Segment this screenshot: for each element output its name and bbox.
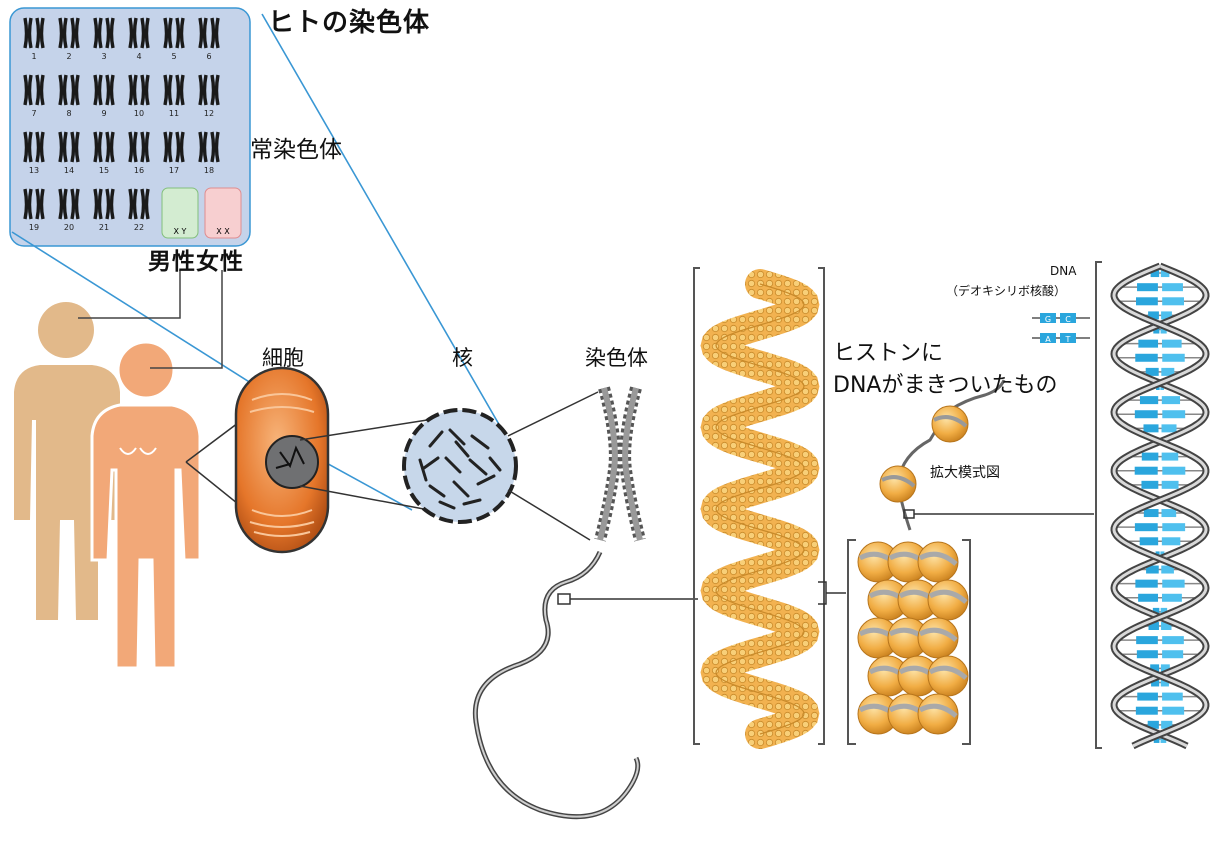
base-block bbox=[1140, 396, 1158, 404]
chromosome-label: 染色体 bbox=[585, 342, 648, 372]
chromosome-number: 5 bbox=[171, 52, 176, 61]
base-block bbox=[1135, 354, 1157, 362]
base-block bbox=[1162, 636, 1184, 644]
chromosome-number: 10 bbox=[134, 109, 144, 118]
chromosome-number: 14 bbox=[64, 166, 74, 175]
base-block bbox=[1137, 283, 1158, 291]
base-block bbox=[1135, 467, 1158, 475]
base-block bbox=[1137, 650, 1158, 658]
chromosome-number: 1 bbox=[31, 52, 36, 61]
chromosome-number: 9 bbox=[101, 109, 106, 118]
histone-label: ヒストンに DNAがまきついたもの bbox=[833, 338, 1057, 402]
zoom-model-label: 拡大模式図 bbox=[930, 462, 1000, 482]
chromosome-number: 11 bbox=[169, 109, 179, 118]
autosome-label: 常染色体 bbox=[250, 130, 342, 164]
base-block bbox=[1138, 594, 1158, 602]
base-block bbox=[1137, 693, 1158, 701]
chromosome-number: 21 bbox=[99, 223, 109, 232]
male-sex-chr-label: X Y bbox=[174, 227, 187, 236]
chromosome-number: 18 bbox=[204, 166, 214, 175]
base-block bbox=[1136, 707, 1158, 715]
base-block bbox=[1143, 424, 1158, 432]
base-block bbox=[1162, 467, 1185, 475]
base-block bbox=[1162, 693, 1183, 701]
base-block bbox=[1135, 580, 1157, 588]
base-block bbox=[1162, 481, 1179, 489]
base-block bbox=[1162, 453, 1179, 461]
base-block bbox=[1162, 340, 1182, 348]
base-block bbox=[1162, 580, 1184, 588]
base-block bbox=[1141, 481, 1158, 489]
histone-line-1: ヒストンに bbox=[833, 338, 1057, 370]
base-block bbox=[1142, 453, 1159, 461]
chromosome-number: 6 bbox=[206, 52, 211, 61]
female-sex-chr-label: X X bbox=[216, 227, 230, 236]
chromosome-number: 22 bbox=[134, 223, 144, 232]
chromosome-number: 13 bbox=[29, 166, 39, 175]
base-block bbox=[1162, 283, 1183, 291]
base-g: G bbox=[1045, 315, 1051, 324]
base-block bbox=[1162, 537, 1180, 545]
cell-label: 細胞 bbox=[262, 342, 304, 372]
nucleosome-stack bbox=[848, 540, 970, 744]
chromosome-number: 15 bbox=[99, 166, 109, 175]
female-label: 女性 bbox=[196, 249, 244, 275]
diagram-title: ヒトの染色体 bbox=[268, 2, 430, 39]
base-block bbox=[1136, 297, 1158, 305]
base-block bbox=[1162, 297, 1184, 305]
chromosome-number: 7 bbox=[31, 109, 36, 118]
base-block bbox=[1162, 424, 1177, 432]
chromosome-number: 4 bbox=[136, 52, 141, 61]
base-block bbox=[1138, 340, 1158, 348]
base-block bbox=[1162, 650, 1183, 658]
base-t: T bbox=[1065, 335, 1071, 344]
chromosome-number: 3 bbox=[101, 52, 106, 61]
base-block bbox=[1162, 354, 1184, 362]
chromosome-number: 16 bbox=[134, 166, 144, 175]
base-block bbox=[1162, 410, 1185, 418]
sex-labels: 男性女性 bbox=[148, 242, 244, 276]
dna-label: DNA bbox=[1050, 264, 1076, 278]
base-block bbox=[1144, 509, 1159, 517]
solenoid-coil bbox=[694, 268, 846, 744]
base-block bbox=[1162, 396, 1180, 404]
chromosome-number: 20 bbox=[64, 223, 74, 232]
base-block bbox=[1162, 523, 1185, 531]
chromosome-number: 12 bbox=[204, 109, 214, 118]
base-block bbox=[1140, 537, 1158, 545]
nucleus-label: 核 bbox=[452, 342, 473, 372]
chromosome-number: 19 bbox=[29, 223, 39, 232]
chromosome-number: 17 bbox=[169, 166, 179, 175]
base-block bbox=[1135, 523, 1158, 531]
base-block bbox=[1162, 707, 1184, 715]
cell-illustration bbox=[186, 368, 328, 552]
male-label: 男性 bbox=[148, 249, 196, 275]
dna-sublabel: （デオキシリボ核酸） bbox=[946, 282, 1066, 299]
histone-zoom bbox=[880, 380, 1094, 530]
base-c: C bbox=[1065, 315, 1071, 324]
base-block bbox=[1135, 410, 1158, 418]
chromosome-number: 8 bbox=[66, 109, 71, 118]
histone-line-2: DNAがまきついたもの bbox=[833, 370, 1057, 402]
base-block bbox=[1161, 509, 1176, 517]
chromosome-number: 2 bbox=[66, 52, 71, 61]
dna-double-helix bbox=[1096, 262, 1206, 748]
base-block bbox=[1162, 594, 1182, 602]
base-block bbox=[1136, 636, 1158, 644]
